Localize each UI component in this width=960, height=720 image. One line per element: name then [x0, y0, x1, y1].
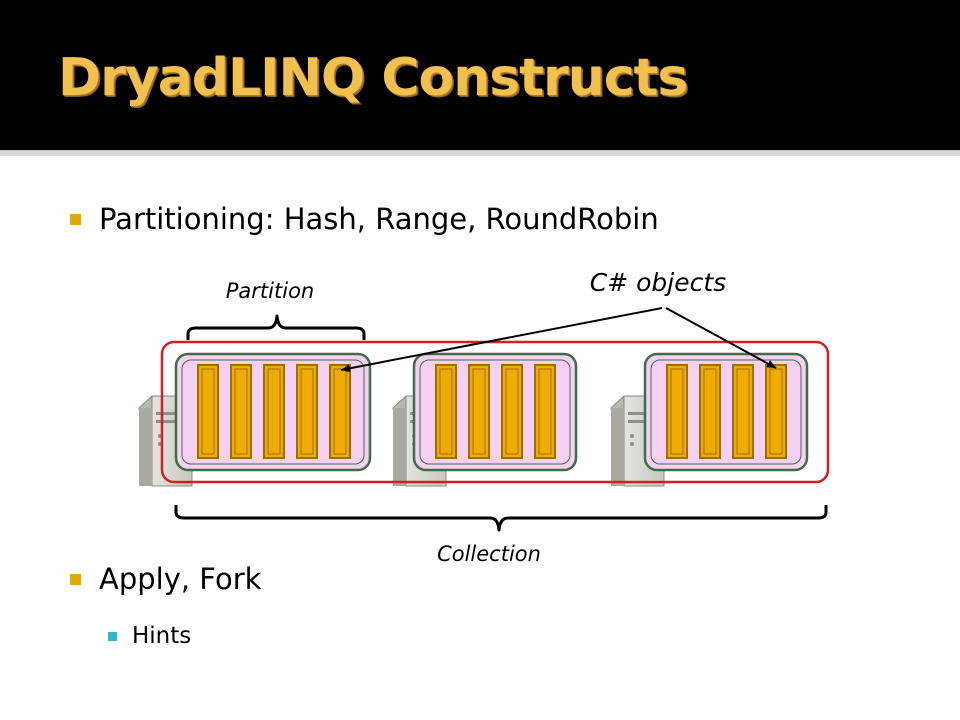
- csharp-object-inner: [769, 368, 783, 455]
- bullet-text: Partitioning: Hash, Range, RoundRobin: [99, 202, 659, 236]
- bullet-apply-fork: Apply, Fork: [70, 562, 261, 596]
- partition-objects: [666, 364, 787, 459]
- partition-objects: [435, 364, 556, 459]
- collection-border: [160, 340, 830, 484]
- sub-bullet-square-icon: [108, 631, 117, 641]
- csharp-object: [732, 364, 754, 459]
- csharp-object-inner: [300, 368, 314, 455]
- sub-bullet-hints: Hints: [108, 623, 191, 649]
- bullet-partitioning: Partitioning: Hash, Range, RoundRobin: [70, 202, 659, 236]
- csharp-object-inner: [201, 368, 215, 455]
- csharp-object-inner: [736, 368, 750, 455]
- partition-label: Partition: [226, 279, 314, 303]
- csharp-object-inner: [703, 368, 717, 455]
- csharp-object: [329, 364, 351, 459]
- slide-title: DryadLINQ Constructs: [58, 48, 688, 108]
- csharp-object-inner: [472, 368, 486, 455]
- arrow-to-last-object: [665, 307, 777, 369]
- csharp-object-inner: [267, 368, 281, 455]
- title-bar: [0, 0, 960, 150]
- csharp-object-inner: [505, 368, 519, 455]
- collection-label: Collection: [437, 542, 541, 566]
- partition-objects: [197, 364, 351, 459]
- arrow-to-first-object: [340, 307, 663, 373]
- collection-brace: [174, 505, 828, 532]
- sub-bullet-text: Hints: [132, 623, 192, 649]
- csharp-object: [534, 364, 556, 459]
- csharp-object-inner: [439, 368, 453, 455]
- csharp-object-inner: [333, 368, 347, 455]
- csharp-object-inner: [538, 368, 552, 455]
- bullet-square-icon: [70, 213, 81, 225]
- csharp-object-inner: [670, 368, 684, 455]
- csharp-object: [699, 364, 721, 459]
- csharp-object: [263, 364, 285, 459]
- partition-brace: [186, 314, 366, 340]
- csharp-object: [501, 364, 523, 459]
- bullet-square-icon: [70, 573, 81, 585]
- csharp-object: [435, 364, 457, 459]
- csharp-object: [765, 364, 787, 459]
- csharp-object: [468, 364, 490, 459]
- bullet-text: Apply, Fork: [99, 562, 262, 596]
- csharp-object: [197, 364, 219, 459]
- server-icon: [138, 395, 193, 487]
- csharp-object: [666, 364, 688, 459]
- title-divider: [0, 150, 960, 156]
- csharp-object-inner: [234, 368, 248, 455]
- csharp-object: [230, 364, 252, 459]
- csharp-objects-label: C# objects: [590, 268, 726, 297]
- csharp-object: [296, 364, 318, 459]
